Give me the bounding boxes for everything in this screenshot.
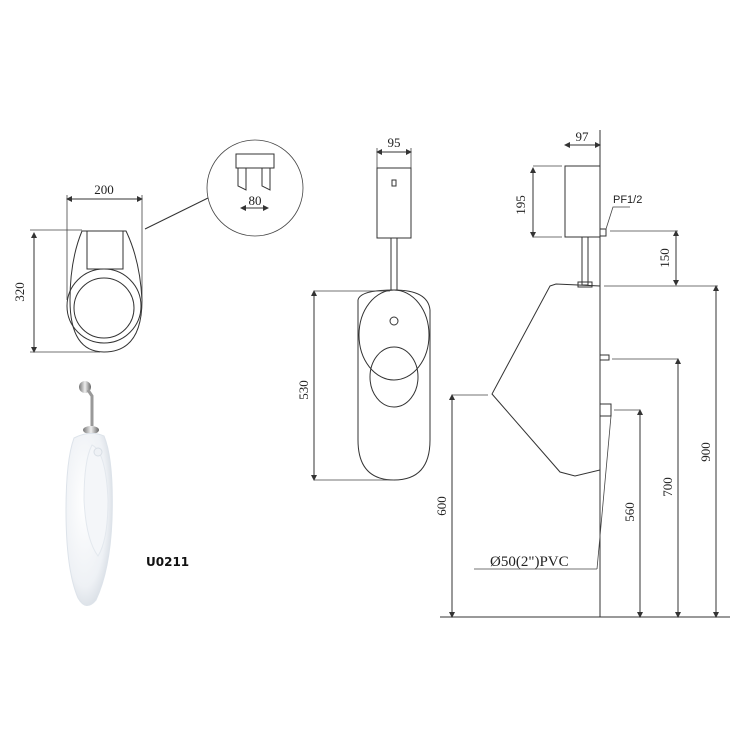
drain-label: Ø50(2")PVC — [490, 554, 569, 570]
top-depth-dim: 320 — [12, 282, 27, 302]
inlet-offset-dim: 150 — [657, 248, 672, 268]
front-height-dim: 530 — [296, 380, 311, 400]
top-height-dim: 900 — [698, 442, 713, 462]
product-photo: U0211 — [65, 381, 189, 606]
detail-spacing-dim: 80 — [249, 193, 262, 208]
inlet-label: PF1/2 — [613, 194, 642, 206]
top-width-dim: 200 — [94, 182, 114, 197]
model-label: U0211 — [146, 555, 189, 569]
flush-height-dim: 195 — [513, 195, 528, 215]
rim-height-dim: 600 — [434, 496, 449, 516]
front-view: 95 530 — [296, 135, 431, 481]
outlet-height-dim: 560 — [622, 502, 637, 522]
side-view: 97 195 PF1/2 150 Ø50(2")PVC 600 560 700 … — [434, 129, 730, 618]
top-view: 200 320 80 — [12, 139, 304, 353]
flush-depth-dim: 97 — [576, 129, 590, 144]
flush-width-dim: 95 — [388, 135, 401, 150]
spud-height-dim: 700 — [660, 477, 675, 497]
